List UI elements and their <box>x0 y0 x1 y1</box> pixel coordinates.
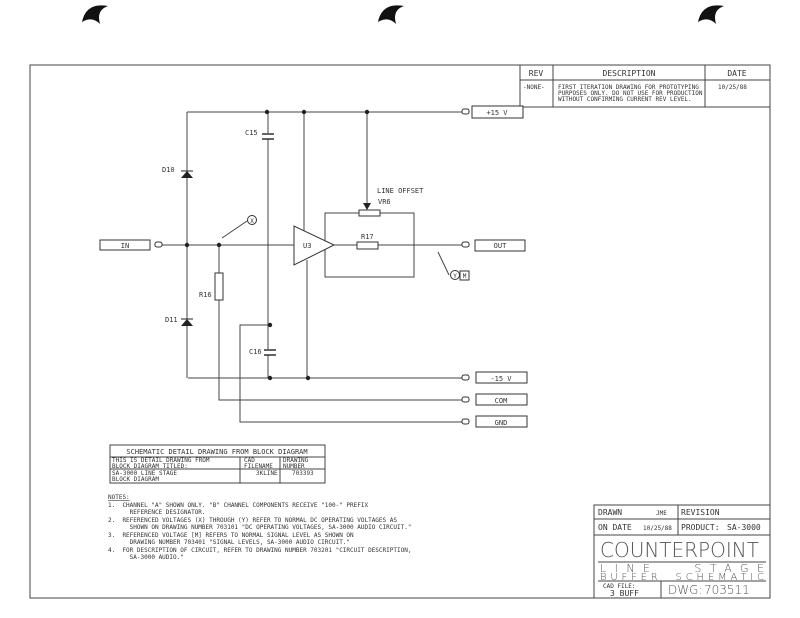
svg-text:Y: Y <box>453 273 457 280</box>
drawing-border <box>29 64 771 599</box>
svg-text:+15 V: +15 V <box>486 109 508 117</box>
svg-text:DWG:: DWG: <box>668 583 702 597</box>
test-point-y-m: Y M <box>437 251 470 281</box>
svg-text:1. CHANNEL "A" SHOWN ONLY. "B: 1. CHANNEL "A" SHOWN ONLY. "B" CHANNEL C… <box>108 502 368 509</box>
description-line: FIRST ITERATION DRAWING FOR PROTOTYPING <box>558 84 699 91</box>
detail-table: SCHEMATIC DETAIL DRAWING FROM BLOCK DIAG… <box>109 444 326 484</box>
title-block: DRAWN JME REVISION ON DATE 10/25/88 PROD… <box>593 504 771 599</box>
port-plus15: +15 V <box>461 105 524 119</box>
port-out: OUT <box>461 239 526 252</box>
svg-text:BLOCK DIAGRAM TITLED:: BLOCK DIAGRAM TITLED: <box>112 463 188 470</box>
svg-text:COM: COM <box>495 397 508 405</box>
cad-file: 3_BUFF <box>610 589 639 598</box>
drawing-number: 703511 <box>704 583 750 597</box>
rev-date: 10/25/88 <box>718 84 747 91</box>
wires <box>162 111 462 423</box>
svg-text:REVISION: REVISION <box>681 508 720 517</box>
potentiometer-vr6: LINE OFFSET VR6 <box>358 187 424 217</box>
resistor-r16: R16 <box>199 272 224 301</box>
test-point-x: X <box>221 215 257 239</box>
svg-text:SA-3000 LINE STAGE: SA-3000 LINE STAGE <box>112 470 177 477</box>
svg-text:FILENAME: FILENAME <box>244 463 273 470</box>
drawn-by: JME <box>656 510 667 517</box>
svg-text:GND: GND <box>495 419 508 427</box>
product: SA-3000 <box>727 523 761 532</box>
description-line: WITHOUT CONFIRMING CURRENT REV LEVEL. <box>558 96 692 103</box>
port-in: IN <box>99 239 163 251</box>
junction-dots <box>184 109 370 381</box>
svg-text:-15 V: -15 V <box>490 375 512 383</box>
capacitor-c16: C16 <box>249 348 276 356</box>
svg-text:R16: R16 <box>199 291 212 299</box>
svg-text:U3: U3 <box>303 242 311 250</box>
svg-text:CAD FILE:: CAD FILE: <box>603 583 636 590</box>
svg-text:C15: C15 <box>245 129 258 137</box>
notes: NOTES: 1. CHANNEL "A" SHOWN ONLY. "B" CH… <box>108 494 411 561</box>
svg-text:VR6: VR6 <box>378 198 391 206</box>
svg-text:R17: R17 <box>361 233 374 241</box>
svg-text:703393: 703393 <box>292 470 314 477</box>
opamp-u3: U3 <box>293 225 336 266</box>
rev-header: REV <box>529 69 544 78</box>
port-com: COM <box>461 393 528 406</box>
diode-d10: D10 <box>162 166 193 178</box>
svg-text:3. REFERENCED VOLTAGE [M] REF: 3. REFERENCED VOLTAGE [M] REFERS TO NORM… <box>108 532 354 539</box>
svg-text:REFERENCE DESIGNATOR.: REFERENCE DESIGNATOR. <box>108 509 206 516</box>
svg-text:OUT: OUT <box>494 242 507 250</box>
rev-value: -NONE- <box>523 84 545 91</box>
company-name: COUNTERPOINT <box>600 538 759 562</box>
drawn-date: 10/25/88 <box>643 525 672 532</box>
svg-text:DRAWING NUMBER 703401 "SIGNAL: DRAWING NUMBER 703401 "SIGNAL LEVELS, SA… <box>108 539 350 546</box>
svg-text:3KLINE: 3KLINE <box>256 470 278 477</box>
svg-text:CAD: CAD <box>244 457 255 464</box>
detail-table-title: SCHEMATIC DETAIL DRAWING FROM BLOCK DIAG… <box>126 448 307 456</box>
svg-text:2. REFERENCED VOLTAGES (X) TH: 2. REFERENCED VOLTAGES (X) THROUGH (Y) R… <box>108 517 397 524</box>
svg-text:M: M <box>463 273 467 280</box>
diode-d11: D11 <box>165 316 193 326</box>
svg-text:4. FOR DESCRIPTION OF CIRCUIT: 4. FOR DESCRIPTION OF CIRCUIT, REFER TO … <box>108 547 411 554</box>
svg-text:SHOWN ON DRAWING NUMBER 703101: SHOWN ON DRAWING NUMBER 703101 "DC OPERA… <box>108 524 411 531</box>
svg-text:NOTES:: NOTES: <box>108 494 130 501</box>
svg-text:DRAWN: DRAWN <box>598 508 622 517</box>
svg-text:PRODUCT:: PRODUCT: <box>681 523 720 532</box>
svg-text:THIS IS DETAIL DRAWING FROM: THIS IS DETAIL DRAWING FROM <box>112 457 210 464</box>
svg-text:C16: C16 <box>249 348 262 356</box>
description-line: PURPOSES ONLY. DO NOT USE FOR PRODUCTION <box>558 90 703 97</box>
svg-text:SA-3000 AUDIO.": SA-3000 AUDIO." <box>108 554 184 561</box>
svg-text:D11: D11 <box>165 316 178 324</box>
svg-text:IN: IN <box>121 242 129 250</box>
description-header: DESCRIPTION <box>603 69 656 78</box>
svg-text:X: X <box>250 218 254 225</box>
svg-text:D10: D10 <box>162 166 175 174</box>
svg-text:ON DATE: ON DATE <box>598 523 632 532</box>
port-minus15: -15 V <box>461 371 528 384</box>
port-gnd: GND <box>461 415 528 428</box>
svg-text:LINE OFFSET: LINE OFFSET <box>377 187 424 195</box>
punch-hole-marks <box>82 5 724 24</box>
revision-block: REV DESCRIPTION DATE -NONE- FIRST ITERAT… <box>519 64 771 108</box>
svg-text:NUMBER: NUMBER <box>283 463 305 470</box>
resistor-r17: R17 <box>356 233 379 250</box>
capacitor-c15: C15 <box>245 129 274 140</box>
svg-text:BLOCK DIAGRAM: BLOCK DIAGRAM <box>112 476 159 483</box>
svg-text:DRAWING: DRAWING <box>283 457 309 464</box>
date-header: DATE <box>727 69 746 78</box>
